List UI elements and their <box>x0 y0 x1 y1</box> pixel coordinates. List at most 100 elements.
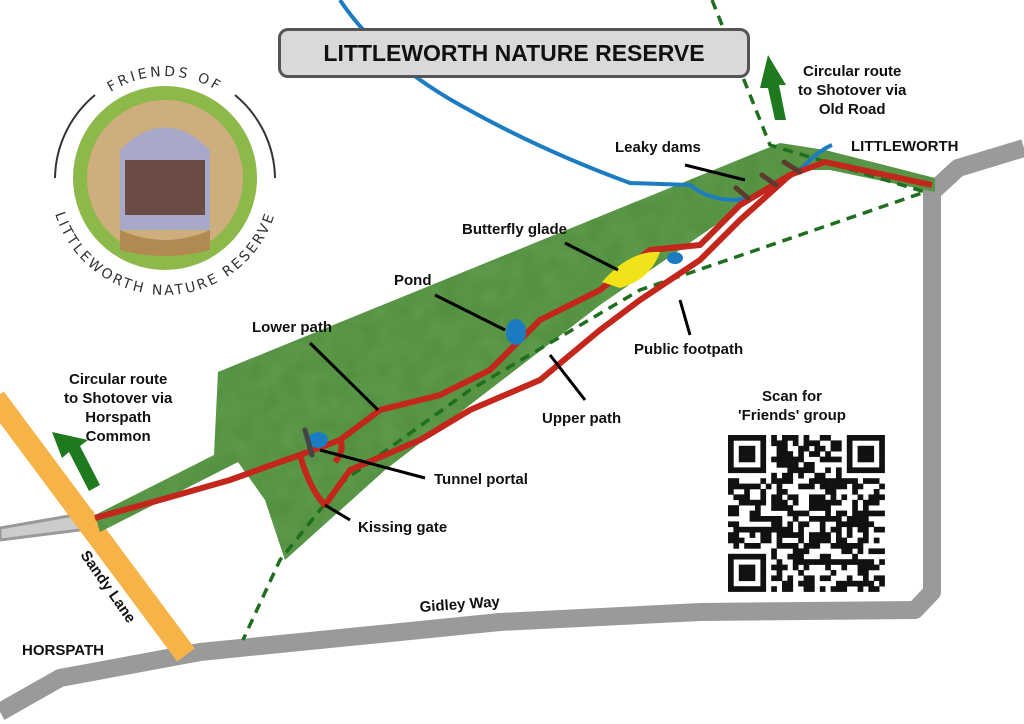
qr-module <box>857 494 864 501</box>
qr-module <box>755 435 761 441</box>
qr-module <box>782 580 788 587</box>
qr-module <box>760 586 767 592</box>
qr-module <box>868 499 875 506</box>
qr-module <box>852 543 858 549</box>
qr-module <box>803 564 810 571</box>
qr-module <box>755 526 761 533</box>
qr-module <box>787 575 794 582</box>
qr-module <box>776 451 783 457</box>
qr-module <box>733 586 740 592</box>
qr-module <box>841 521 848 528</box>
qr-module <box>846 462 853 468</box>
qr-module <box>863 532 869 538</box>
qr-module <box>760 580 767 587</box>
qr-module <box>879 435 885 441</box>
qr-module <box>798 456 804 463</box>
qr-module <box>728 521 734 528</box>
tunnel-pond <box>308 432 328 448</box>
qr-module <box>765 532 772 538</box>
qr-module <box>776 478 783 484</box>
upper-path-line <box>297 172 793 508</box>
qr-module <box>852 435 858 441</box>
arrow-up-left-icon <box>52 432 100 491</box>
qr-module <box>760 564 767 571</box>
qr-module <box>836 543 842 549</box>
public-footpath-label: Public footpath <box>634 341 744 358</box>
qr-module <box>846 445 853 452</box>
qr-module <box>771 505 777 511</box>
qr-caption: Scan for'Friends' group <box>738 388 846 424</box>
qr-code[interactable] <box>728 435 885 592</box>
qr-module <box>749 435 756 441</box>
qr-module <box>733 494 740 501</box>
qr-module <box>776 505 783 511</box>
qr-module <box>760 445 767 452</box>
page-title: LITTLEWORTH NATURE RESERVE <box>278 28 750 78</box>
friends-logo: FRIENDS OF LITTLEWORTH NATURE RESERVE <box>51 64 276 299</box>
qr-module <box>857 445 864 452</box>
qr-module <box>738 564 745 571</box>
qr-module <box>798 445 804 452</box>
qr-module <box>825 435 831 441</box>
qr-module <box>798 570 804 576</box>
qr-module <box>868 521 875 528</box>
qr-module <box>836 510 842 517</box>
qr-module <box>749 543 756 549</box>
qr-module <box>749 553 756 560</box>
qr-module <box>836 580 842 587</box>
qr-module <box>760 532 767 538</box>
qr-module <box>771 494 777 501</box>
qr-module <box>771 435 777 441</box>
qr-module <box>798 467 804 474</box>
qr-module <box>836 586 842 592</box>
qr-module <box>792 467 799 474</box>
qr-module <box>825 478 831 484</box>
qr-module <box>798 451 804 457</box>
qr-module <box>830 516 837 522</box>
qr-module <box>749 516 756 522</box>
qr-module <box>787 494 794 501</box>
qr-module <box>873 499 880 506</box>
qr-module <box>803 543 810 549</box>
qr-module <box>819 559 826 565</box>
qr-module <box>868 510 875 517</box>
qr-module <box>728 564 734 571</box>
qr-module <box>836 445 842 452</box>
qr-module <box>863 505 869 511</box>
qr-module <box>760 440 767 447</box>
qr-module <box>809 499 815 506</box>
qr-module <box>733 435 740 441</box>
qr-module <box>819 472 826 479</box>
qr-module <box>841 494 848 501</box>
qr-module <box>814 537 821 544</box>
qr-module <box>857 548 864 555</box>
qr-module <box>792 532 799 538</box>
qr-module <box>863 570 869 576</box>
qr-module <box>868 494 875 501</box>
pond-label: Pond <box>394 272 432 289</box>
qr-module <box>814 445 821 452</box>
qr-module <box>836 537 842 544</box>
qr-module <box>749 564 756 571</box>
qr-module <box>819 537 826 544</box>
qr-module <box>803 445 810 452</box>
qr-module <box>782 472 788 479</box>
qr-module <box>879 440 885 447</box>
qr-module <box>879 467 885 474</box>
qr-module <box>803 462 810 468</box>
qr-module <box>879 510 885 517</box>
qr-module <box>857 516 864 522</box>
qr-module <box>728 570 734 576</box>
qr-module <box>787 456 794 463</box>
qr-module <box>760 451 767 457</box>
qr-module <box>765 483 772 490</box>
qr-module <box>841 580 848 587</box>
qr-module <box>873 489 880 495</box>
qr-module <box>857 467 864 474</box>
qr-module <box>771 548 777 555</box>
qr-module <box>728 580 734 587</box>
qr-module <box>771 478 777 484</box>
qr-module <box>846 440 853 447</box>
